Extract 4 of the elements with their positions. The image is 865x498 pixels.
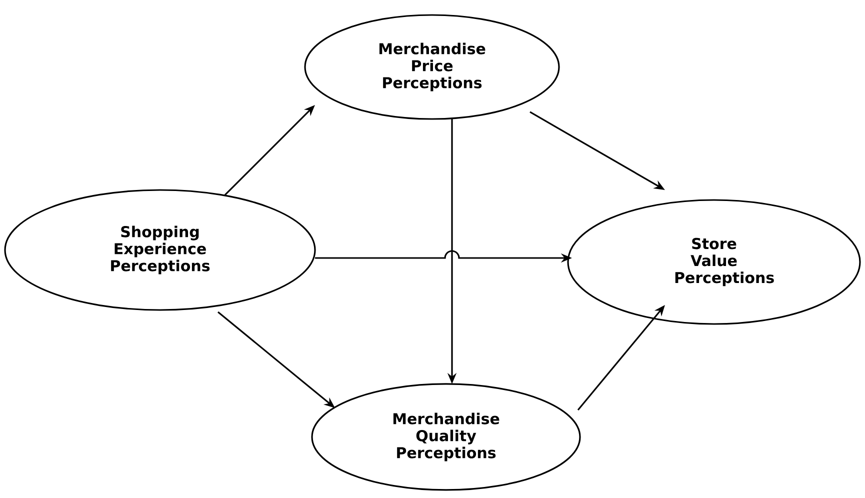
ellipse-node: Merchandise Price Perceptions (304, 14, 560, 120)
ellipse-node: Store Value Perceptions (567, 199, 861, 325)
ellipse-node: Shopping Experience Perceptions (4, 189, 316, 311)
ellipse-node: Merchandise Quality Perceptions (311, 383, 581, 491)
